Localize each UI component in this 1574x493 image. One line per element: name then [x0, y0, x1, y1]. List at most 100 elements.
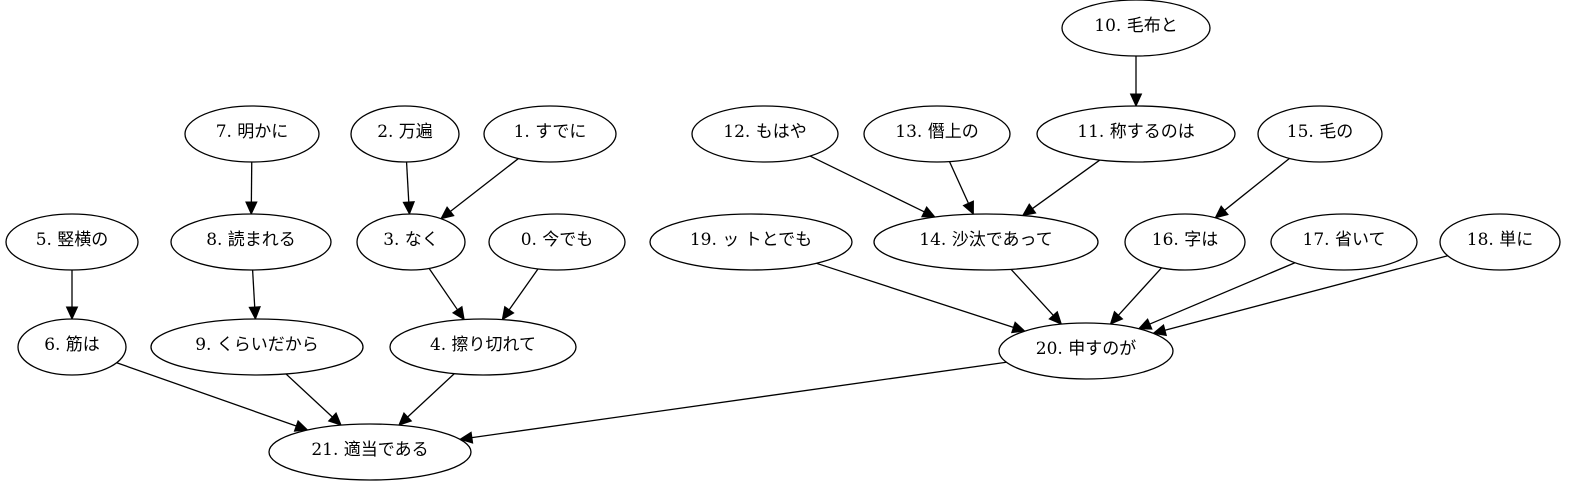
edge-line: [1117, 267, 1163, 316]
node-label: 19. ッ トとでも: [690, 230, 812, 250]
edge-line: [1032, 159, 1101, 210]
node-n21: 21. 適当である: [268, 423, 472, 481]
node-label: 14. 沙汰であって: [919, 230, 1052, 250]
edge-line: [1149, 262, 1296, 325]
edge-line: [450, 158, 519, 212]
arrow-head-icon: [1129, 93, 1143, 108]
node-label: 8. 読まれる: [206, 230, 296, 250]
edge-line: [285, 373, 333, 418]
node-n6: 6. 筋は: [17, 318, 127, 376]
arrow-head-icon: [245, 201, 258, 216]
arrow-head-icon: [458, 431, 474, 444]
edge-n1-to-n3: [440, 158, 519, 220]
node-label: 2. 万遍: [377, 122, 433, 142]
edge-n13-to-n14: [948, 161, 974, 216]
edge-n3-to-n4: [428, 268, 465, 321]
arrow-head-icon: [1152, 324, 1168, 337]
arrow-head-icon: [65, 306, 79, 321]
edge-line: [508, 268, 539, 311]
node-ellipse: [1270, 213, 1418, 271]
arrow-head-icon: [402, 201, 416, 216]
edge-n2-to-n3: [402, 161, 416, 216]
arrow-head-icon: [440, 206, 455, 220]
node-ellipse: [5, 213, 139, 271]
edge-n4-to-n21: [397, 373, 455, 426]
node-ellipse: [350, 105, 460, 163]
arrow-head-icon: [1021, 203, 1037, 217]
node-label: 1. すでに: [514, 122, 587, 142]
node-n14: 14. 沙汰であって: [873, 213, 1099, 271]
node-ellipse: [649, 213, 853, 271]
edge-n15-to-n16: [1214, 157, 1290, 219]
edge-line: [471, 361, 1007, 439]
node-ellipse: [691, 105, 839, 163]
edge-n20-to-n21: [458, 361, 1007, 444]
arrow-head-icon: [1137, 318, 1153, 330]
node-n9: 9. くらいだから: [150, 318, 364, 376]
node-n7: 7. 明かに: [184, 105, 320, 163]
edge-n9-to-n21: [285, 373, 343, 426]
edge-n8-to-n9: [248, 269, 261, 321]
arrow-head-icon: [1048, 310, 1063, 326]
node-n1: 1. すでに: [483, 105, 617, 163]
node-label: 4. 擦り切れて: [430, 335, 536, 355]
node-label: 11. 称するのは: [1077, 122, 1194, 142]
node-ellipse: [1257, 105, 1383, 163]
node-n11: 11. 称するのは: [1036, 105, 1236, 163]
node-ellipse: [268, 423, 472, 481]
node-label: 9. くらいだから: [195, 335, 319, 355]
arrow-head-icon: [921, 205, 937, 218]
edge-n6-to-n21: [116, 362, 309, 432]
node-n18: 18. 単に: [1439, 213, 1561, 271]
node-n4: 4. 擦り切れて: [389, 318, 577, 376]
arrow-head-icon: [293, 419, 309, 432]
node-label: 3. なく: [383, 230, 439, 250]
node-n8: 8. 読まれる: [170, 213, 332, 271]
arrow-head-icon: [962, 200, 974, 216]
edge-n16-to-n20: [1109, 267, 1163, 326]
node-ellipse: [389, 318, 577, 376]
edge-line: [428, 268, 458, 311]
node-label: 0. 今でも: [521, 230, 594, 250]
node-n19: 19. ッ トとでも: [649, 213, 853, 271]
node-ellipse: [483, 105, 617, 163]
nodes-layer: 0. 今でも 1. すでに 2. 万遍 3. なく 4. 擦り切れて 5. 竪横の 6. 筋…: [5, 0, 1561, 481]
edge-line: [251, 269, 256, 308]
node-ellipse: [873, 213, 1099, 271]
node-n13: 13. 僭上の: [863, 105, 1011, 163]
arrow-head-icon: [501, 305, 515, 321]
node-ellipse: [356, 213, 466, 271]
edge-n12-to-n14: [809, 155, 937, 218]
node-n10: 10. 毛布と: [1061, 0, 1211, 57]
arrow-head-icon: [1109, 310, 1124, 326]
node-label: 5. 竪横の: [36, 230, 109, 250]
node-label: 17. 省いて: [1303, 230, 1386, 250]
edge-line: [1224, 157, 1290, 211]
node-ellipse: [170, 213, 332, 271]
node-n2: 2. 万遍: [350, 105, 460, 163]
edge-line: [1164, 255, 1448, 331]
node-n15: 15. 毛の: [1257, 105, 1383, 163]
node-n12: 12. もはや: [691, 105, 839, 163]
edge-n11-to-n14: [1021, 159, 1101, 217]
arrow-head-icon: [1214, 205, 1229, 219]
node-n3: 3. なく: [356, 213, 466, 271]
node-ellipse: [1124, 213, 1246, 271]
edge-n0-to-n4: [501, 268, 539, 321]
arrow-head-icon: [397, 412, 413, 426]
edge-n17-to-n20: [1137, 262, 1296, 330]
node-ellipse: [184, 105, 320, 163]
node-n16: 16. 字は: [1124, 213, 1246, 271]
edge-line: [948, 161, 970, 204]
edge-n14-to-n20: [1010, 268, 1063, 326]
node-ellipse: [488, 213, 626, 271]
edge-line: [407, 373, 455, 418]
edge-n10-to-n11: [1129, 56, 1143, 108]
node-label: 7. 明かに: [216, 122, 289, 142]
node-label: 16. 字は: [1152, 230, 1218, 250]
node-label: 12. もはや: [723, 122, 806, 142]
arrow-head-icon: [327, 412, 343, 426]
edge-n19-to-n20: [816, 262, 1026, 334]
node-label: 21. 適当である: [311, 440, 428, 460]
